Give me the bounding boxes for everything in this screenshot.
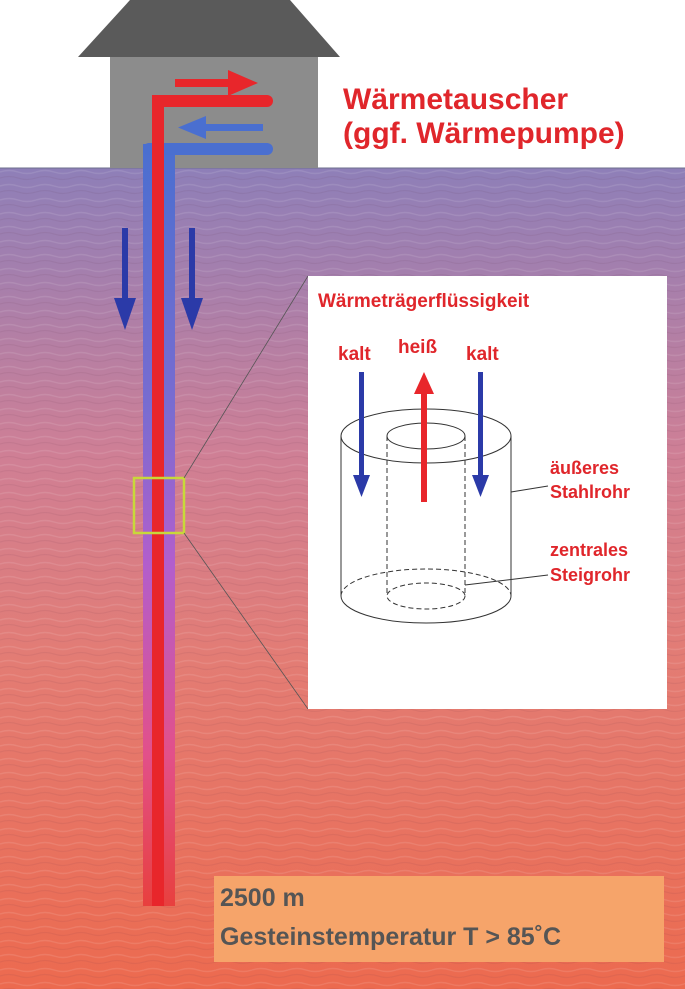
arrow-right-icon [175,70,258,96]
outer-cylinder-back-bottom [340,568,512,597]
hot-pipe [152,95,164,906]
arrow-down-icon [472,372,489,497]
depth-info-box [214,876,664,962]
zoom-highlight-box [132,476,186,535]
outer-cylinder-front-bottom [340,595,512,624]
arrow-up-icon [414,372,434,502]
fluid-title: Wärmeträgerflüssigkeit [318,291,530,312]
leader-outer-pipe [510,485,549,493]
central-pipe-label-2: Steigrohr [550,565,630,585]
cold-label-right: kalt [466,344,499,365]
rock-temperature-label: Gesteinstemperatur T > 85˚C [220,923,561,951]
house-icon [78,0,340,168]
cold-pipe-horizontal [143,143,273,155]
zoom-line-bottom [183,532,309,710]
hot-label: heiß [398,337,437,358]
arrow-down-icon [114,228,136,330]
detail-inset [308,276,667,709]
outer-pipe-label-2: Stahlrohr [550,482,630,502]
house-roof [78,0,340,57]
outer-pipe-label-1: äußeres [550,458,619,478]
pipe-cross-section [340,408,549,624]
heat-exchanger-label-2: (ggf. Wärmepumpe) [343,117,625,150]
central-pipe-label-1: zentrales [550,540,628,560]
zoom-line-top [183,275,309,479]
hot-pipe-horizontal [152,95,273,107]
inner-cylinder-bottom [386,582,466,610]
depth-label: 2500 m [220,884,305,912]
heat-exchanger-label-1: Wärmetauscher [343,83,568,116]
arrow-down-icon [353,372,370,497]
cold-label-left: kalt [338,344,371,365]
leader-central-pipe [464,574,549,586]
arrow-down-icon [181,228,203,330]
borehole-pipes [143,95,273,906]
arrow-left-icon [178,116,263,139]
